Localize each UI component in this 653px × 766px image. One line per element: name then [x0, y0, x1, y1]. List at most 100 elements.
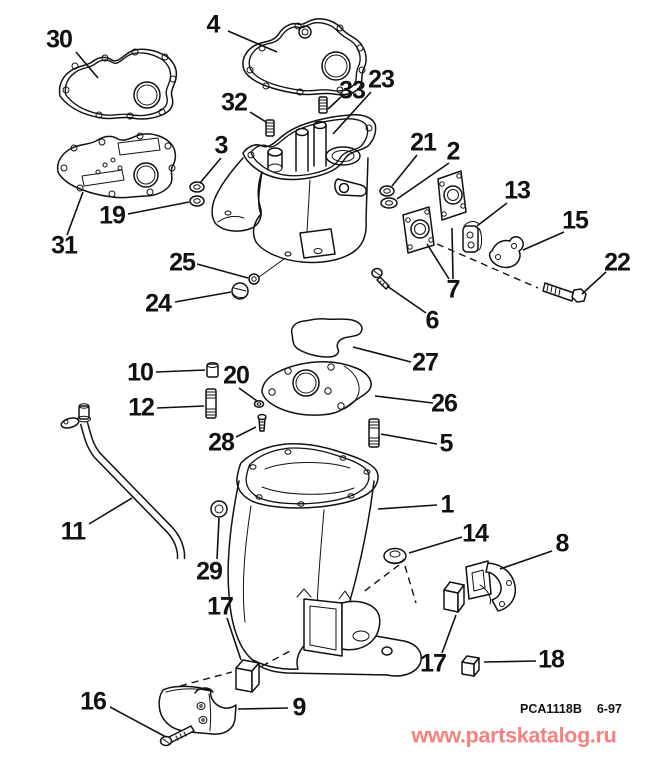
part-drawing-23-inner-housing — [211, 96, 377, 264]
leader-line-13 — [476, 202, 508, 227]
leader-line-24 — [174, 291, 232, 303]
part-drawing-7-bracket-front — [437, 170, 467, 221]
leader-line-18 — [483, 660, 537, 663]
part-drawing-11-water-tube — [60, 403, 186, 559]
part-label-26: 26 — [431, 389, 458, 418]
leader-line-23 — [332, 91, 372, 135]
part-label-21: 21 — [410, 128, 437, 157]
leader-line-27 — [352, 346, 412, 363]
part-label-19: 19 — [99, 201, 126, 230]
part-drawing-20-washer — [253, 400, 265, 408]
part-label-15: 15 — [562, 206, 589, 235]
part-drawing-18-mount — [461, 655, 480, 677]
leader-line-4 — [227, 30, 278, 53]
part-drawing-14-grommet — [383, 547, 407, 565]
leader-line-1 — [377, 504, 438, 510]
leader-line-9 — [237, 707, 289, 710]
part-drawing-3-nut — [189, 181, 205, 193]
part-label-22: 22 — [604, 248, 631, 277]
part-drawing-27-seal — [290, 318, 363, 358]
part-label-2: 2 — [446, 137, 461, 166]
leader-line-11 — [88, 497, 133, 525]
part-drawing-22-bolt — [542, 282, 587, 303]
part-label-12: 12 — [128, 393, 155, 422]
part-label-16: 16 — [80, 687, 107, 716]
part-drawing-19-nut — [189, 195, 205, 207]
part-label-33: 33 — [339, 76, 366, 105]
part-label-20: 20 — [223, 361, 250, 390]
part-label-10: 10 — [127, 358, 154, 387]
part-label-9: 9 — [292, 693, 307, 722]
part-label-31: 31 — [51, 231, 78, 260]
part-label-28: 28 — [208, 428, 235, 457]
leader-line-25 — [196, 263, 249, 279]
part-drawing-21-nut — [379, 185, 395, 197]
part-label-5: 5 — [439, 429, 454, 458]
part-label-32: 32 — [221, 88, 248, 117]
part-label-23: 23 — [368, 65, 395, 94]
leader-line-28 — [235, 426, 257, 438]
part-label-11: 11 — [60, 517, 86, 546]
leader-line-16 — [109, 706, 167, 738]
part-drawing-4-gasket — [242, 18, 367, 96]
leader-line-8 — [499, 550, 553, 570]
part-label-17a: 17 — [207, 592, 234, 621]
part-label-25: 25 — [169, 248, 196, 277]
leader-line-17b — [441, 614, 457, 654]
leader-line-26 — [374, 395, 434, 404]
part-label-7: 7 — [446, 275, 461, 304]
part-drawing-8-clamp-bracket — [465, 560, 517, 612]
part-drawing-32-stud — [265, 119, 275, 137]
leader-line-7 — [426, 243, 450, 280]
part-drawing-28-screw — [257, 413, 267, 432]
part-drawing-17-mount-left — [235, 659, 260, 693]
part-label-6: 6 — [425, 306, 440, 335]
leader-line-19 — [127, 201, 190, 215]
part-drawing-6-screw — [371, 267, 390, 290]
part-label-27: 27 — [412, 348, 439, 377]
part-drawing-10-spacer — [206, 362, 219, 378]
part-drawing-31-plate — [56, 132, 177, 199]
part-label-29: 29 — [196, 557, 223, 586]
assembly-dashed-lines — [179, 243, 539, 687]
leader-line-12 — [156, 405, 205, 409]
leader-line-20 — [238, 387, 258, 402]
leader-line-22 — [581, 271, 607, 295]
part-label-17b: 17 — [420, 649, 447, 678]
part-drawing-13-rubber-mount — [462, 221, 482, 253]
part-drawing-24-plug — [231, 282, 249, 300]
leader-line-7 — [451, 227, 454, 280]
leader-line-15 — [522, 231, 565, 251]
leader-line-5 — [380, 433, 438, 445]
watermark-link[interactable]: www.partskatalog.ru — [411, 723, 617, 748]
part-drawing-12-stud — [205, 388, 217, 419]
part-drawing-7-bracket-rear — [402, 206, 435, 254]
leader-line-17a — [226, 617, 242, 661]
part-label-8: 8 — [555, 529, 570, 558]
part-drawing-25-grommet — [248, 258, 285, 285]
leader-line-31 — [66, 191, 84, 236]
part-drawing-2-washer — [380, 197, 398, 209]
part-label-24: 24 — [145, 289, 172, 318]
part-drawing-5-stud — [368, 418, 380, 448]
part-drawing-1-driveshaft-housing — [227, 443, 422, 677]
leader-line-14 — [408, 536, 463, 554]
part-drawing-26-plate — [261, 361, 372, 416]
part-label-30: 30 — [46, 25, 73, 54]
drawing-code-text: PCA1118B — [520, 702, 582, 716]
part-drawing-29-washer — [210, 500, 228, 518]
part-drawing-16-screw — [159, 725, 195, 747]
callout-leader-lines — [66, 30, 607, 738]
part-drawing-15-bracket — [488, 236, 524, 269]
leader-line-6 — [386, 285, 427, 314]
part-label-14: 14 — [462, 519, 489, 548]
part-drawing-30-gasket — [58, 48, 178, 120]
leader-line-29 — [216, 517, 220, 560]
leader-line-2 — [396, 162, 450, 200]
part-drawing-9-clamp — [158, 685, 237, 735]
part-label-1: 1 — [440, 490, 455, 519]
leader-line-33 — [327, 96, 342, 110]
leader-line-10 — [155, 369, 206, 373]
